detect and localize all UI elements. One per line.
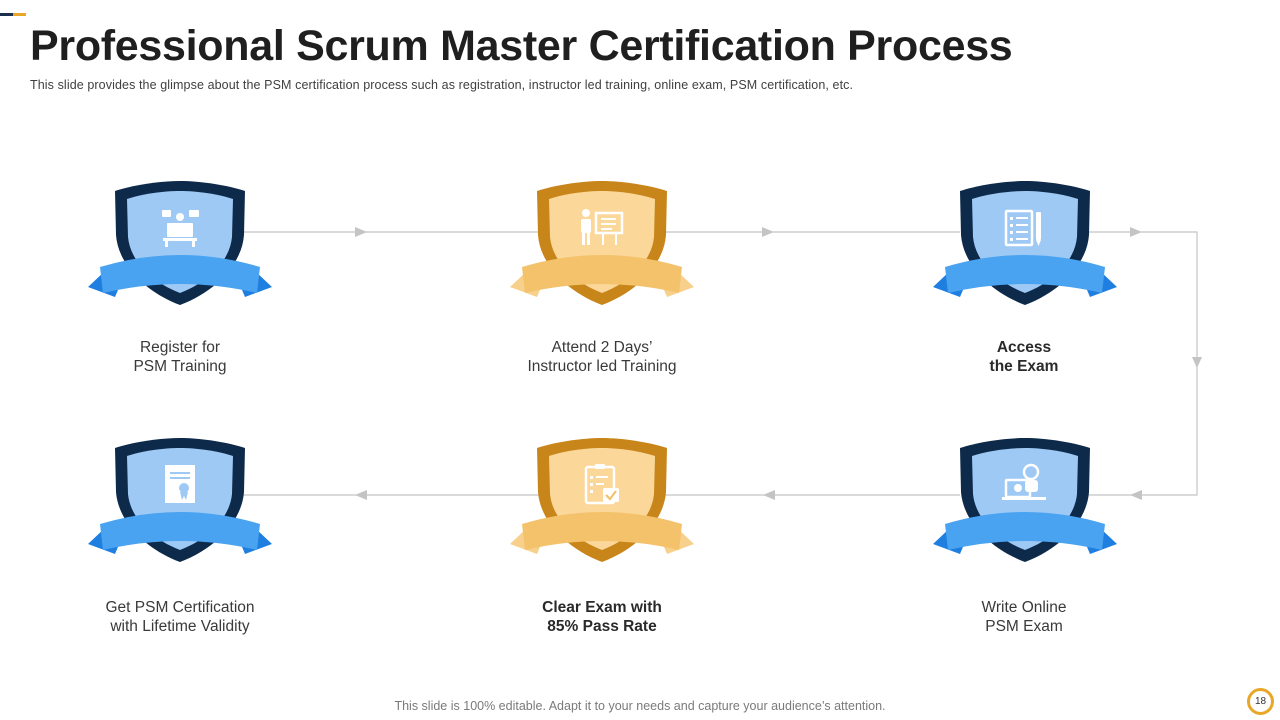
step-label-line: Attend 2 Days’	[551, 339, 653, 356]
classroom-icon	[162, 210, 199, 247]
step-1-badge	[85, 175, 275, 315]
step-label-line: Instructor led Training	[527, 358, 677, 375]
step-label-line: with Lifetime Validity	[110, 618, 250, 635]
shield-badge-icon	[933, 181, 1117, 305]
step-4-badge	[930, 432, 1120, 572]
step-label-line: Write Online	[981, 599, 1067, 616]
arrowhead	[763, 490, 775, 500]
step-3-badge	[930, 175, 1120, 315]
page-subtitle: This slide provides the glimpse about th…	[30, 78, 854, 92]
footer-note: This slide is 100% editable. Adapt it to…	[394, 699, 886, 713]
step-1-label: Register for PSM Training	[60, 338, 300, 376]
step-label-line: Access	[996, 339, 1052, 356]
step-5-badge	[507, 432, 697, 572]
step-3-label: Access the Exam	[904, 338, 1144, 376]
shield-badge-icon	[510, 181, 694, 305]
checklist-icon	[584, 464, 619, 505]
step-label-line: Get PSM Certification	[105, 599, 255, 616]
certificate-icon	[165, 465, 195, 503]
accent-bar-gold	[13, 13, 26, 16]
accent-bar-dark	[0, 13, 13, 16]
instructor-icon	[581, 209, 624, 245]
step-5-label: Clear Exam with 85% Pass Rate	[482, 598, 722, 636]
arrowhead	[1130, 490, 1142, 500]
shield-badge-icon	[933, 438, 1117, 562]
arrowhead	[355, 490, 367, 500]
step-label-line: 85% Pass Rate	[547, 618, 657, 635]
page-title: Professional Scrum Master Certification …	[30, 22, 1013, 70]
page-number-badge: 18	[1247, 688, 1274, 715]
arrowhead	[762, 227, 774, 237]
shield-badge-icon	[510, 438, 694, 562]
step-label-line: Clear Exam with	[542, 599, 662, 616]
online-payment-icon	[1002, 463, 1046, 500]
step-label-line: PSM Exam	[985, 618, 1063, 635]
exam-sheet-icon	[1004, 209, 1041, 247]
shield-badge-icon	[88, 438, 272, 562]
step-label-line: the Exam	[989, 358, 1059, 375]
step-label-line: PSM Training	[133, 358, 227, 375]
arrowhead	[1192, 357, 1202, 368]
step-2-badge	[507, 175, 697, 315]
arrowhead	[355, 227, 367, 237]
arrowhead	[1130, 227, 1142, 237]
step-4-label: Write Online PSM Exam	[904, 598, 1144, 636]
step-label-line: Register for	[139, 339, 221, 356]
shield-badge-icon	[88, 181, 272, 305]
step-2-label: Attend 2 Days’ Instructor led Training	[482, 338, 722, 376]
step-6-badge	[85, 432, 275, 572]
step-6-label: Get PSM Certification with Lifetime Vali…	[60, 598, 300, 636]
